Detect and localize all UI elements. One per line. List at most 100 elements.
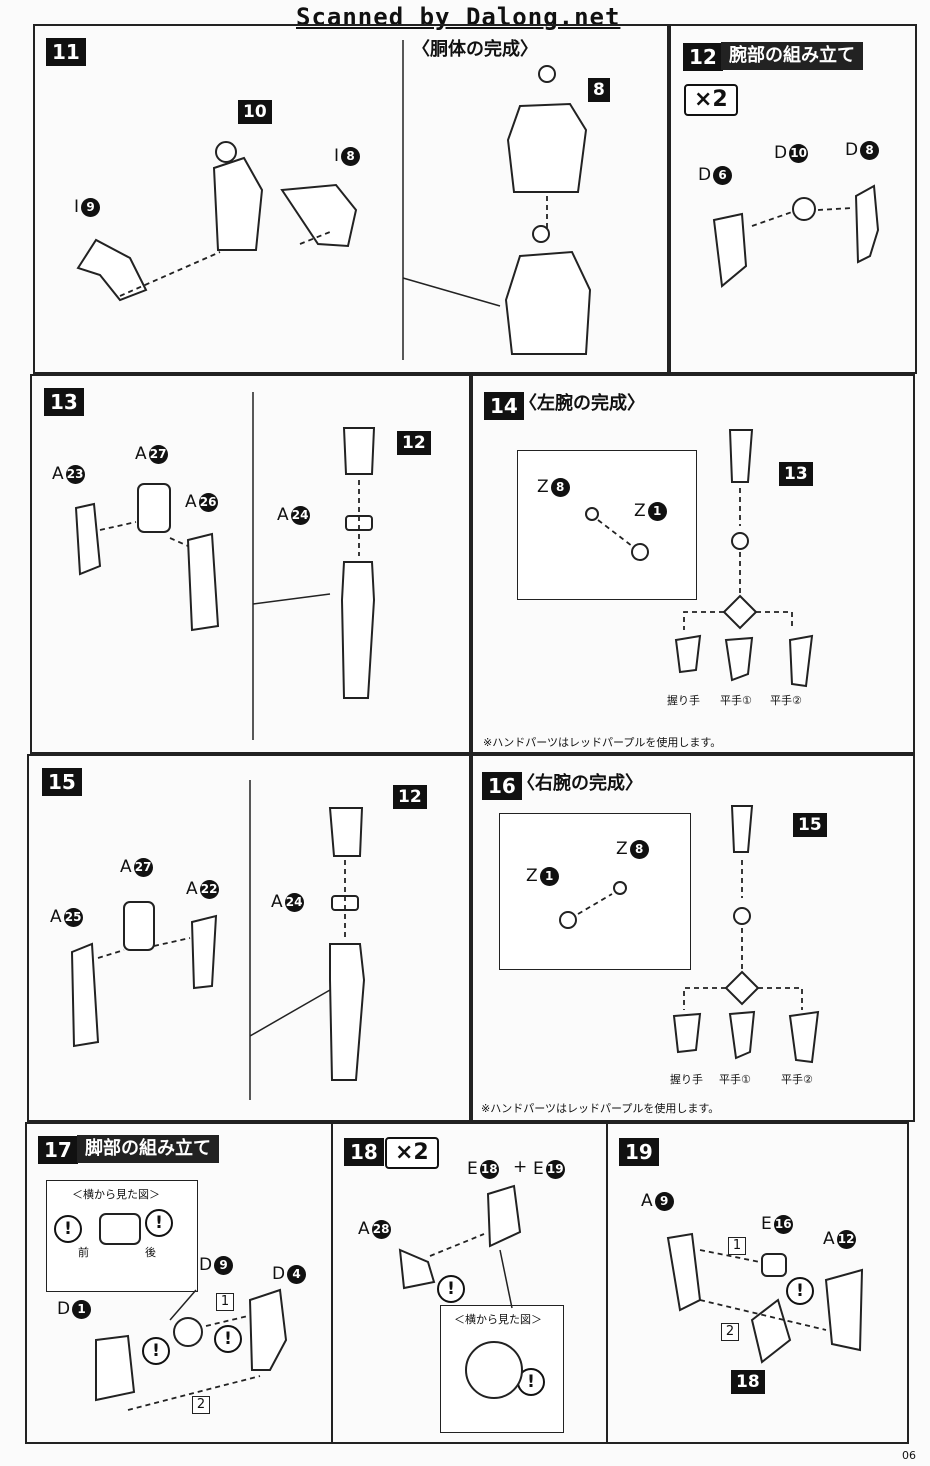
step-18-side-view-label: ＜横から見た図＞ bbox=[454, 1313, 542, 1326]
part-d9 bbox=[173, 1317, 203, 1347]
part-a26 bbox=[186, 532, 220, 632]
step-19-order-2: 2 bbox=[721, 1323, 739, 1341]
part-fist-hand bbox=[674, 634, 702, 674]
part-i9 bbox=[76, 238, 148, 302]
step-17-warning-4: ! bbox=[214, 1325, 242, 1353]
part-hand-selector-b bbox=[724, 970, 760, 1006]
part-open-hand-1 bbox=[724, 636, 754, 682]
step-17-warning-1: ! bbox=[54, 1215, 82, 1243]
part-torso-base bbox=[504, 250, 592, 355]
part-forearm bbox=[340, 561, 376, 699]
part-d6 bbox=[712, 212, 748, 288]
step-16-number: 16 bbox=[482, 772, 522, 800]
step-19-warning: ! bbox=[786, 1277, 814, 1305]
part-wrist-joint-b bbox=[733, 907, 751, 925]
step-12-title: 腕部の組み立て bbox=[721, 42, 863, 70]
part-fist-hand-b bbox=[672, 1012, 702, 1054]
part-z1 bbox=[631, 543, 649, 561]
step-16-hand-1: 握り手 bbox=[670, 1073, 703, 1086]
step-18-multiplier: ×2 bbox=[385, 1137, 439, 1169]
step-11-title: 〈胴体の完成〉 bbox=[412, 39, 538, 60]
step-17-order-2: 2 bbox=[192, 1396, 210, 1414]
step-14-title: 〈左腕の完成〉 bbox=[519, 393, 645, 414]
part-neck-ball-3 bbox=[532, 225, 550, 243]
part-neck-ball bbox=[215, 141, 237, 163]
step-16-hand-2: 平手① bbox=[719, 1073, 751, 1086]
step-15-panel bbox=[27, 754, 471, 1122]
part-open-hand-2 bbox=[788, 634, 814, 688]
step-13-number: 13 bbox=[44, 388, 84, 416]
step-11-number: 11 bbox=[46, 38, 86, 66]
step-16-hand-3: 平手② bbox=[781, 1073, 813, 1086]
part-d8 bbox=[854, 184, 880, 264]
part-open-hand-1-b bbox=[728, 1010, 756, 1060]
step-14-hand-2: 平手① bbox=[720, 694, 752, 707]
step-11-label-8: 8 bbox=[588, 78, 610, 102]
step-13-panel bbox=[30, 374, 471, 754]
step-13-label-12: 12 bbox=[397, 431, 431, 455]
step-16-note: ※ハンドパーツはレッドパープルを使用します。 bbox=[481, 1102, 720, 1115]
step-17-front-label: 前 bbox=[78, 1246, 89, 1259]
step-14-panel bbox=[471, 374, 915, 754]
part-d4 bbox=[248, 1288, 288, 1371]
part-wrist-joint bbox=[731, 532, 749, 550]
part-z8 bbox=[585, 507, 599, 521]
part-neck-ball-2 bbox=[538, 65, 556, 83]
step-17-warning-2: ! bbox=[145, 1209, 173, 1237]
part-a27 bbox=[137, 483, 171, 533]
step-16-panel bbox=[471, 754, 915, 1122]
step-11-panel bbox=[33, 24, 669, 374]
step-17-order-1: 1 bbox=[216, 1293, 234, 1311]
step-19-label-18: 18 bbox=[731, 1370, 765, 1394]
step-19-order-1: 1 bbox=[728, 1237, 746, 1255]
part-e18-e19 bbox=[486, 1184, 522, 1248]
step-14-hand-1: 握り手 bbox=[667, 694, 700, 707]
part-a23 bbox=[74, 502, 102, 576]
part-torso-assembled bbox=[506, 102, 588, 193]
step-16-title: 〈右腕の完成〉 bbox=[517, 773, 643, 794]
part-upper-arm bbox=[342, 427, 376, 475]
step-17-back-label: 後 bbox=[145, 1246, 156, 1259]
part-upper-arm-b bbox=[328, 807, 364, 857]
step-18-warning-1: ! bbox=[437, 1275, 465, 1303]
page-number: 06 bbox=[902, 1449, 916, 1462]
step-17-warning-3: ! bbox=[142, 1337, 170, 1365]
part-torso-front bbox=[212, 156, 264, 251]
part-z1-b bbox=[559, 911, 577, 929]
part-a25 bbox=[70, 942, 100, 1048]
step-12-panel bbox=[669, 24, 917, 374]
part-e16 bbox=[761, 1253, 787, 1277]
step-14-number: 14 bbox=[484, 392, 524, 420]
part-d10 bbox=[792, 197, 816, 221]
step-19-panel bbox=[606, 1122, 909, 1444]
part-side-view-hip bbox=[465, 1341, 523, 1399]
part-a12 bbox=[824, 1268, 864, 1352]
step-15-label-12: 12 bbox=[393, 785, 427, 809]
part-a9 bbox=[666, 1232, 702, 1312]
step-19-number: 19 bbox=[619, 1138, 659, 1166]
part-forearm-b bbox=[329, 943, 366, 1081]
part-i8 bbox=[280, 183, 358, 248]
step-14-detail-inset bbox=[517, 450, 697, 600]
